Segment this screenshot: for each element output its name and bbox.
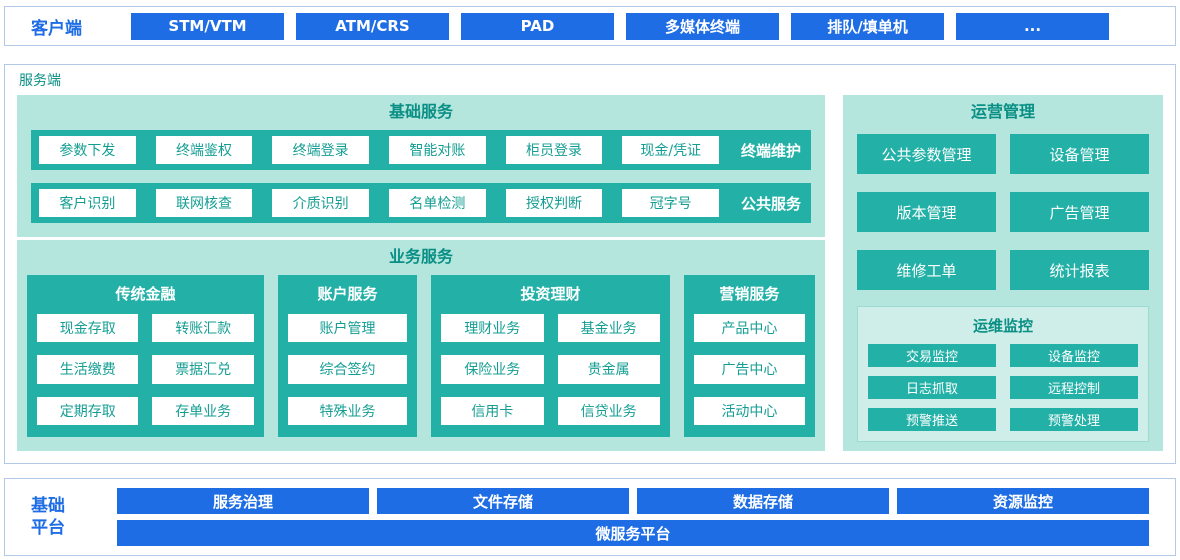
- client-items: STM/VTM ATM/CRS PAD 多媒体终端 排队/填单机 ...: [131, 12, 1109, 40]
- operations-item: 广告管理: [1010, 192, 1149, 232]
- client-item-multimedia: 多媒体终端: [626, 12, 779, 40]
- public-service-label: 公共服务: [741, 194, 802, 213]
- business-group-account-services: 账户服务 账户管理 综合签约 特殊业务: [277, 275, 418, 437]
- group-grid: 理财业务 基金业务 保险业务 贵金属 信用卡 信贷业务: [441, 314, 660, 425]
- operations-title: 运营管理: [970, 102, 1035, 121]
- business-item: 基金业务: [557, 314, 660, 343]
- platform-content: 服务治理 文件存储 数据存储 资源监控 微服务平台: [117, 488, 1149, 546]
- service-item: 冠字号: [622, 189, 720, 217]
- business-item: 活动中心: [693, 396, 806, 425]
- service-item: 介质识别: [272, 189, 370, 217]
- service-item: 授权判断: [505, 189, 603, 217]
- service-item: 联网核查: [155, 189, 253, 217]
- group-title: 投资理财: [520, 285, 581, 303]
- platform-item-file-storage: 文件存储: [377, 488, 629, 514]
- monitoring-grid: 交易监控 设备监控 日志抓取 远程控制 预警推送 预警处理: [868, 344, 1138, 431]
- operations-item: 公共参数管理: [857, 134, 996, 174]
- business-item: 账户管理: [287, 314, 408, 343]
- server-label: 服务端: [19, 73, 61, 89]
- client-section: 客户端 STM/VTM ATM/CRS PAD 多媒体终端 排队/填单机 ...: [4, 6, 1176, 46]
- platform-section: 基础平台 服务治理 文件存储 数据存储 资源监控 微服务平台: [4, 478, 1176, 556]
- terminal-maintenance-label: 终端维护: [741, 141, 802, 160]
- operations-grid: 公共参数管理 设备管理 版本管理 广告管理 维修工单 统计报表: [857, 134, 1149, 290]
- operations-panel: 运营管理 公共参数管理 设备管理 版本管理 广告管理 维修工单 统计报表 运维监…: [843, 95, 1163, 451]
- client-item-more: ...: [956, 12, 1109, 40]
- business-item: 现金存取: [37, 314, 139, 343]
- business-item: 生活缴费: [37, 355, 139, 384]
- business-item: 贵金属: [557, 355, 660, 384]
- platform-row: 服务治理 文件存储 数据存储 资源监控: [117, 488, 1149, 514]
- service-item: 智能对账: [389, 136, 486, 164]
- business-item: 产品中心: [693, 314, 806, 343]
- terminal-maintenance-row: 参数下发 终端鉴权 终端登录 智能对账 柜员登录 现金/凭证 终端维护: [31, 130, 811, 170]
- server-content: 基础服务 参数下发 终端鉴权 终端登录 智能对账 柜员登录 现金/凭证 终端维护…: [17, 95, 1163, 451]
- platform-label: 基础平台: [31, 495, 117, 539]
- public-service-row: 客户识别 联网核查 介质识别 名单检测 授权判断 冠字号 公共服务: [31, 183, 811, 223]
- monitoring-item: 预警推送: [868, 408, 996, 431]
- operations-item: 版本管理: [857, 192, 996, 232]
- business-item: 定期存取: [37, 396, 139, 425]
- monitoring-item: 远程控制: [1010, 376, 1138, 399]
- monitoring-item: 设备监控: [1010, 344, 1138, 367]
- service-item: 客户识别: [39, 189, 136, 217]
- platform-bottom-row: 微服务平台: [117, 520, 1149, 546]
- operations-item: 设备管理: [1010, 134, 1149, 174]
- microservice-platform-bar: 微服务平台: [117, 520, 1149, 546]
- monitoring-item: 预警处理: [1010, 408, 1138, 431]
- group-grid: 现金存取 转账汇款 生活缴费 票据汇兑 定期存取 存单业务: [37, 314, 254, 425]
- group-grid: 账户管理 综合签约 特殊业务: [287, 314, 408, 425]
- business-item: 特殊业务: [287, 396, 408, 425]
- group-title: 账户服务: [317, 285, 378, 303]
- client-item-atm-crs: ATM/CRS: [296, 12, 449, 40]
- monitoring-panel: 运维监控 交易监控 设备监控 日志抓取 远程控制 预警推送 预警处理: [857, 306, 1149, 442]
- monitoring-item: 交易监控: [868, 344, 996, 367]
- service-item: 现金/凭证: [622, 136, 720, 164]
- group-title: 传统金融: [115, 285, 176, 303]
- business-item: 理财业务: [441, 314, 544, 343]
- group-title: 营销服务: [719, 285, 780, 303]
- service-item: 名单检测: [389, 189, 486, 217]
- client-item-pad: PAD: [461, 12, 614, 40]
- client-item-queue: 排队/填单机: [791, 12, 944, 40]
- service-item: 柜员登录: [505, 136, 603, 164]
- service-item: 参数下发: [39, 136, 136, 164]
- business-group-marketing: 营销服务 产品中心 广告中心 活动中心: [683, 275, 816, 437]
- operations-item: 维修工单: [857, 250, 996, 290]
- business-services-title: 业务服务: [388, 247, 453, 266]
- group-grid: 产品中心 广告中心 活动中心: [693, 314, 806, 425]
- monitoring-item: 日志抓取: [868, 376, 996, 399]
- basic-services-panel: 基础服务 参数下发 终端鉴权 终端登录 智能对账 柜员登录 现金/凭证 终端维护…: [17, 95, 825, 237]
- business-item: 转账汇款: [152, 314, 254, 343]
- platform-item-data-storage: 数据存储: [637, 488, 889, 514]
- server-left-column: 基础服务 参数下发 终端鉴权 终端登录 智能对账 柜员登录 现金/凭证 终端维护…: [17, 95, 825, 451]
- business-services-panel: 业务服务 传统金融 现金存取 转账汇款 生活缴费 票据汇兑 定期存取 存单业务: [17, 240, 825, 451]
- operations-item: 统计报表: [1010, 250, 1149, 290]
- monitoring-title: 运维监控: [972, 317, 1033, 335]
- client-item-stm-vtm: STM/VTM: [131, 12, 284, 40]
- client-label: 客户端: [31, 18, 82, 39]
- business-item: 综合签约: [287, 355, 408, 384]
- business-item: 信用卡: [441, 396, 544, 425]
- business-item: 存单业务: [152, 396, 254, 425]
- platform-item-resource-monitoring: 资源监控: [897, 488, 1149, 514]
- business-item: 信贷业务: [557, 396, 660, 425]
- business-item: 票据汇兑: [152, 355, 254, 384]
- server-section: 服务端 基础服务 参数下发 终端鉴权 终端登录 智能对账 柜员登录 现金/凭证 …: [4, 64, 1176, 464]
- service-item: 终端鉴权: [155, 136, 253, 164]
- platform-label-text: 基础平台: [31, 495, 65, 538]
- basic-services-title: 基础服务: [388, 102, 453, 121]
- business-item: 保险业务: [441, 355, 544, 384]
- business-item: 广告中心: [693, 355, 806, 384]
- business-group-traditional-finance: 传统金融 现金存取 转账汇款 生活缴费 票据汇兑 定期存取 存单业务: [27, 275, 264, 437]
- business-groups: 传统金融 现金存取 转账汇款 生活缴费 票据汇兑 定期存取 存单业务 账户服务: [27, 275, 816, 437]
- business-group-investment: 投资理财 理财业务 基金业务 保险业务 贵金属 信用卡 信贷业务: [431, 275, 670, 437]
- platform-item-service-governance: 服务治理: [117, 488, 369, 514]
- service-item: 终端登录: [272, 136, 370, 164]
